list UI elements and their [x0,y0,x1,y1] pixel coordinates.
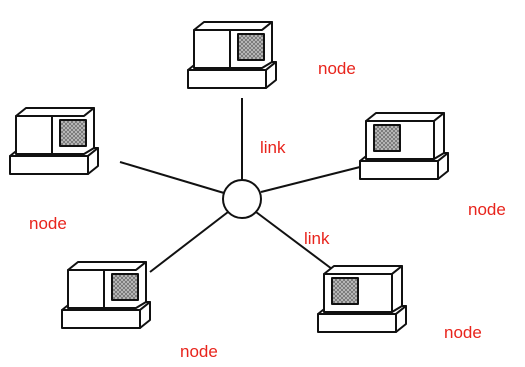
computer-lower-left [61,261,151,329]
link-label-upper: link [260,138,286,157]
link-label-lower: link [304,229,330,248]
computer-upper-left [9,107,99,175]
node-label-upper-left: node [29,214,67,233]
link-line-upper-left [119,161,225,194]
computer-top [187,21,277,89]
link-line-upper-right [260,166,361,193]
link-line-lower-left [149,211,229,273]
computer-lower-right [317,265,407,333]
computer-upper-right [359,112,449,180]
node-label-top: node [318,59,356,78]
link-line-lower-right [255,211,337,273]
node-label-lower-right: node [444,323,482,342]
node-label-lower-left: node [180,342,218,361]
hub-circle [222,179,262,219]
node-label-upper-right: node [468,200,506,219]
